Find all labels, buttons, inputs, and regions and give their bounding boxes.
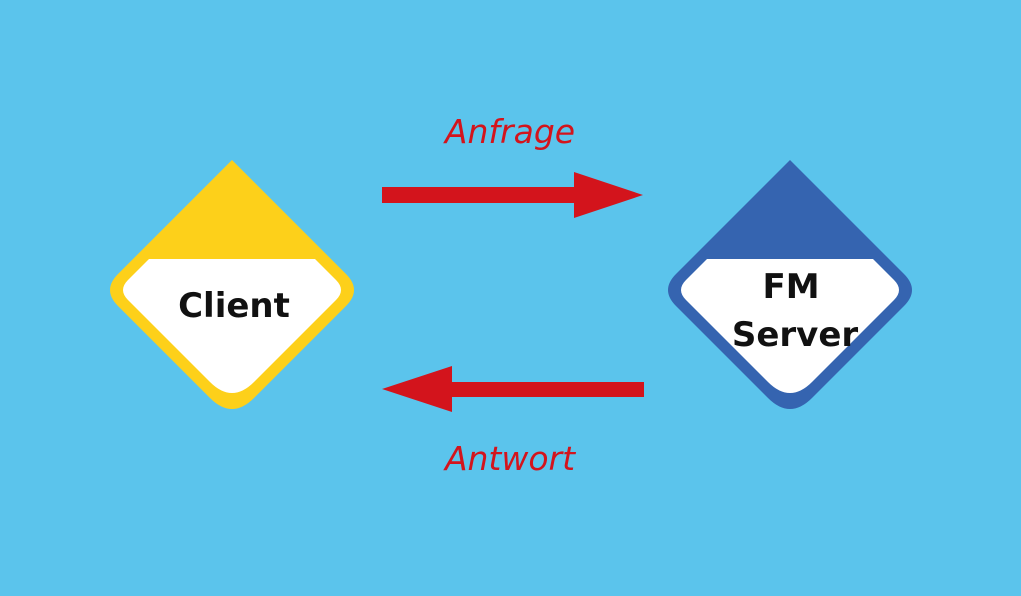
response-arrow-shape <box>382 366 644 412</box>
response-arrow: Antwort <box>382 366 644 478</box>
server-label-line1: FM <box>762 267 819 307</box>
request-arrow: Anfrage <box>382 112 643 218</box>
request-arrow-shape <box>382 172 643 218</box>
client-label: Client <box>178 286 290 326</box>
client-node: Client <box>110 160 354 409</box>
server-label-line2: Server <box>732 315 859 355</box>
request-label: Anfrage <box>443 112 575 151</box>
server-node: FM Server <box>668 160 912 409</box>
response-label: Antwort <box>443 439 576 478</box>
